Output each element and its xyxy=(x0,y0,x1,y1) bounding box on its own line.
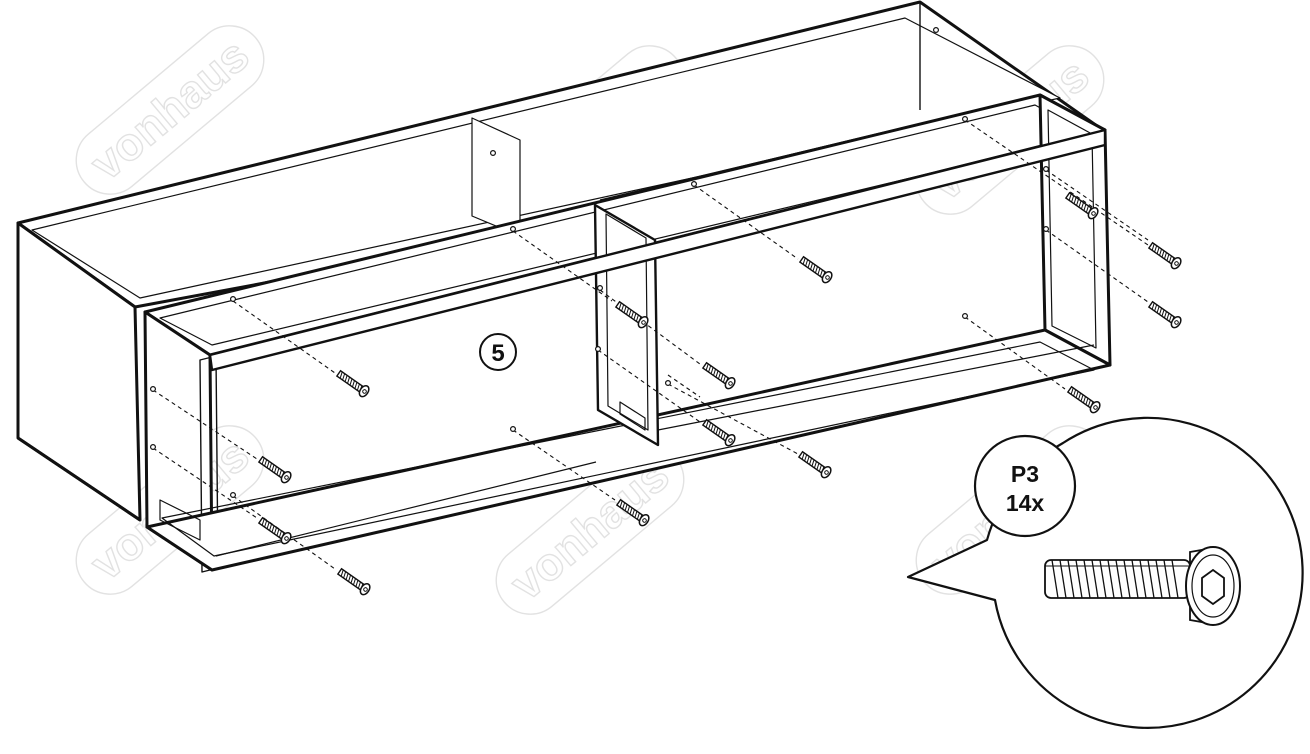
front-frame xyxy=(143,93,1112,573)
frame-mid-post xyxy=(593,203,660,447)
step-number: 5 xyxy=(491,340,504,367)
screw xyxy=(334,367,372,400)
screw xyxy=(796,448,834,481)
screw xyxy=(1146,298,1184,331)
frame-bottom-inner xyxy=(161,341,1095,557)
watermark-text: vonhaus xyxy=(80,29,258,190)
frame-back-corner-box xyxy=(159,499,201,541)
cabinet-inner-top xyxy=(31,17,1061,299)
allen-bolt-icon xyxy=(1044,546,1241,626)
screw xyxy=(1065,383,1103,416)
frame-bottom-rail xyxy=(145,328,1112,572)
frame-center-rail xyxy=(599,94,1041,201)
frame-front-bar xyxy=(208,128,1107,372)
screw xyxy=(335,565,373,598)
step-badge: 5 xyxy=(479,333,517,371)
part-quantity: 14x xyxy=(1006,490,1045,516)
part-code: P3 xyxy=(1011,461,1039,487)
screw xyxy=(797,253,835,286)
holes xyxy=(150,115,1049,499)
cabinet-body xyxy=(16,0,1102,522)
screw xyxy=(700,359,738,392)
part-callout: P3 14x xyxy=(906,416,1304,729)
frame-right-inner xyxy=(1047,109,1097,349)
part-label-circle xyxy=(973,434,1077,538)
frame-mid-post-inner xyxy=(605,213,649,431)
cabinet-bottom-edge xyxy=(17,436,141,522)
screw xyxy=(1146,239,1184,272)
